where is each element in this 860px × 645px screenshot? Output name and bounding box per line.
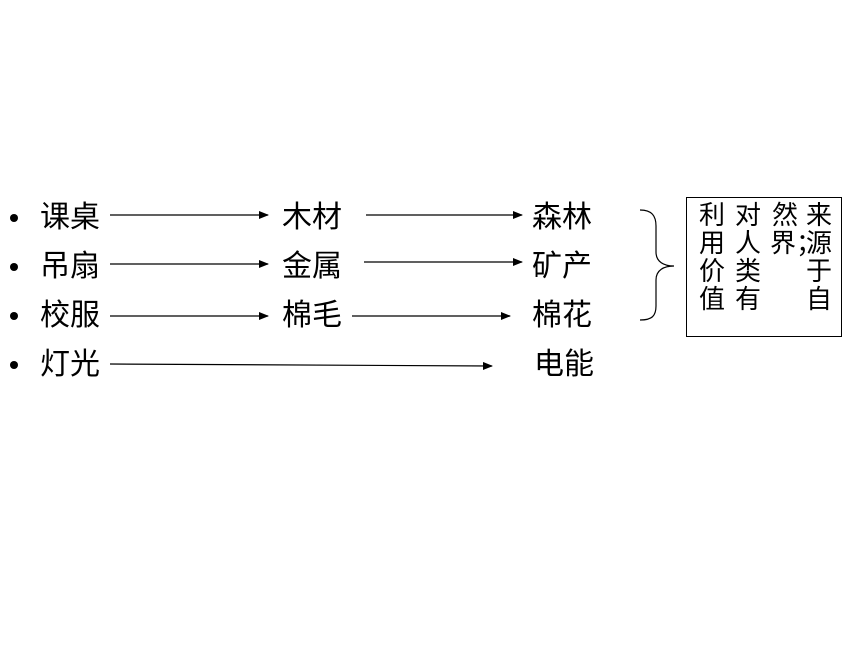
source-cotton: 棉花	[532, 298, 592, 333]
source-electricity: 电能	[534, 347, 594, 382]
source-minerals: 矿产	[532, 249, 592, 284]
bullet-2	[10, 263, 18, 271]
note-column-4: 利用价值	[698, 201, 725, 315]
bullet-3	[10, 312, 18, 320]
note-column-3: 对人类有	[734, 201, 761, 315]
source-forest: 森林	[532, 200, 592, 235]
middle-wood: 木材	[282, 200, 342, 235]
item-desk: 课桌	[40, 200, 100, 235]
curly-brace	[639, 209, 675, 321]
bullet-4	[10, 361, 18, 369]
note-column-2: 然界；	[770, 201, 823, 259]
bullet-1	[10, 214, 18, 222]
item-fan: 吊扇	[40, 249, 100, 284]
middle-cotton-wool: 棉毛	[282, 298, 342, 333]
item-uniform: 校服	[40, 298, 100, 333]
arrow-light-electricity	[109, 361, 493, 370]
note-column-1: 来源于自	[805, 201, 832, 315]
middle-metal: 金属	[282, 249, 342, 284]
item-light: 灯光	[40, 347, 100, 382]
note-box: 来源于自 然界； 对人类有 利用价值	[686, 197, 842, 337]
